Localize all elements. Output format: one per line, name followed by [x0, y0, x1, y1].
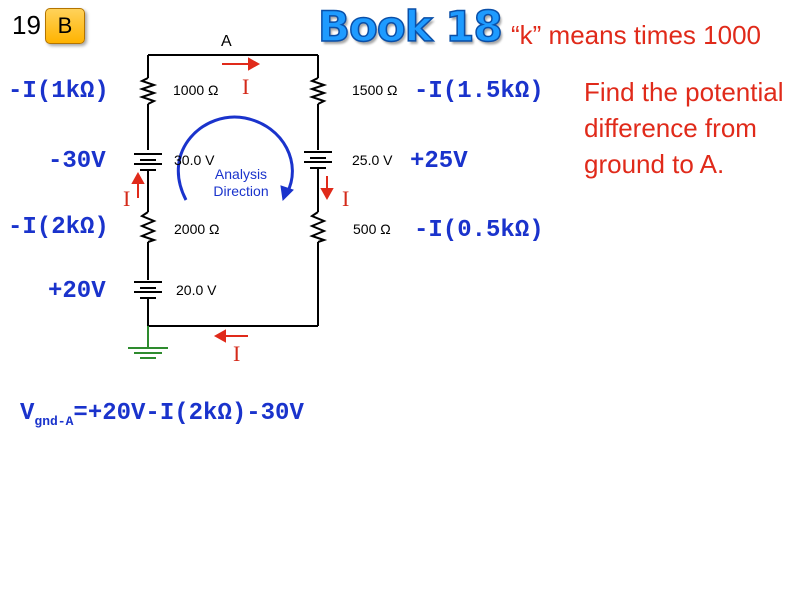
- battery-25v-label: 25.0 V: [352, 152, 393, 168]
- equation-rhs: =+20V-I(2kΩ)-30V: [73, 400, 304, 427]
- section-badge: B: [45, 8, 85, 44]
- resistor-1000-icon: [138, 77, 158, 105]
- current-label-top: I: [242, 74, 250, 99]
- battery-30v-icon: [134, 153, 162, 171]
- analysis-label-line2: Direction: [213, 183, 269, 199]
- analysis-direction-label: Analysis Direction: [200, 166, 282, 200]
- battery-20v-icon: [134, 281, 162, 299]
- node-a-label: A: [221, 33, 232, 50]
- equation-subscript: gnd-A: [34, 413, 74, 429]
- kilo-note: “k” means times 1000: [511, 20, 761, 50]
- battery-30v-label: 30.0 V: [174, 152, 215, 168]
- resistor-2000-label: 2000 Ω: [174, 221, 220, 237]
- equation-v: V: [20, 400, 35, 427]
- current-arrow-right-icon: [320, 176, 334, 201]
- question-text: Find the potential difference from groun…: [584, 77, 784, 179]
- slide-number: 19: [12, 10, 41, 40]
- analysis-label-line1: Analysis: [214, 166, 268, 182]
- rise-25v-annotation: +25V: [410, 148, 468, 175]
- drop-1k-annotation: -I(1kΩ): [8, 78, 109, 105]
- drop-0-5k-annotation: -I(0.5kΩ): [414, 217, 544, 244]
- current-label-left: I: [123, 186, 131, 211]
- rise-20v-annotation: +20V: [48, 278, 106, 305]
- current-arrow-bottom-icon: [213, 329, 248, 343]
- resistor-1500-label: 1500 Ω: [352, 82, 398, 98]
- drop-30v-annotation: -30V: [48, 148, 106, 175]
- resistor-1500-icon: [308, 77, 328, 105]
- battery-20v-label: 20.0 V: [176, 282, 217, 298]
- resistor-1000-label: 1000 Ω: [173, 82, 219, 98]
- drop-1-5k-annotation: -I(1.5kΩ): [414, 78, 544, 105]
- resistor-500-icon: [309, 211, 328, 243]
- resistor-2000-icon: [139, 211, 158, 243]
- current-label-bottom: I: [233, 341, 241, 366]
- battery-25v-icon: [304, 151, 332, 169]
- resistor-500-label: 500 Ω: [353, 221, 391, 237]
- result-equation: Vgnd-A=+20V-I(2kΩ)-30V: [20, 400, 304, 429]
- current-arrow-left-icon: [131, 171, 145, 198]
- analysis-direction-arrow-icon: [176, 115, 294, 202]
- drop-2k-annotation: -I(2kΩ): [8, 214, 109, 241]
- current-arrow-top-icon: [222, 57, 261, 71]
- ground-icon: [128, 326, 168, 359]
- book-title: Book 18: [317, 1, 503, 52]
- current-label-right: I: [342, 186, 350, 211]
